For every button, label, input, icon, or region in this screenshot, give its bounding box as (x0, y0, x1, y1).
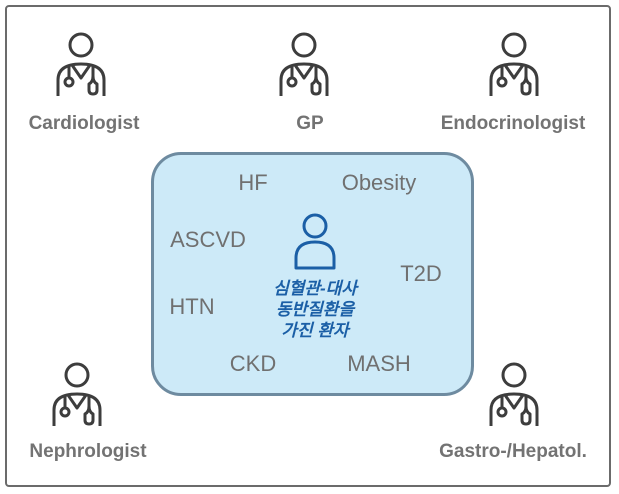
specialist-label-nephrologist: Nephrologist (29, 441, 147, 462)
condition-ckd: CKD (229, 351, 277, 376)
patient-condition-box (151, 152, 474, 396)
patient-label-line-3: 가진 환자 (281, 321, 349, 340)
condition-ascvd: ASCVD (170, 227, 246, 252)
specialist-label-gp: GP (296, 113, 324, 134)
condition-mash: MASH (347, 351, 411, 376)
nephrologist-doctor-icon (42, 360, 112, 430)
patient-label: 심혈관-대사 동반질환을 가진 환자 (250, 278, 380, 341)
specialist-label-gastro-hepatol: Gastro-/Hepatol. (439, 441, 587, 462)
cardiologist-doctor-icon (46, 30, 116, 100)
patient-label-line-1: 심혈관-대사 (273, 279, 357, 298)
patient-body-shape (294, 240, 336, 270)
endocrinologist-doctor-icon (479, 30, 549, 100)
patient-person-icon (290, 210, 340, 272)
condition-hf: HF (238, 170, 268, 195)
condition-t2d: T2D (400, 261, 442, 286)
specialist-label-cardiologist: Cardiologist (28, 113, 140, 134)
specialist-label-endocrinologist: Endocrinologist (440, 113, 586, 134)
gp-doctor-icon (269, 30, 339, 100)
outer-frame (5, 5, 611, 487)
patient-head-shape (302, 213, 328, 239)
condition-htn: HTN (169, 294, 215, 319)
patient-label-line-2: 동반질환을 (275, 300, 355, 319)
condition-obesity: Obesity (341, 170, 417, 195)
gastro-hepatol-doctor-icon (479, 360, 549, 430)
